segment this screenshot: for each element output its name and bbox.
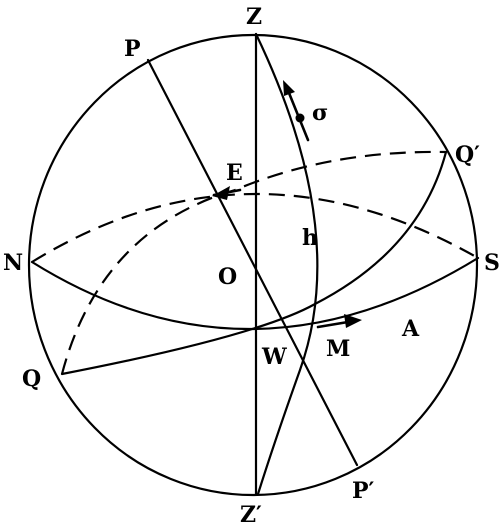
polar-axis-line [146, 58, 359, 467]
label-south-pole: P′ [352, 478, 375, 504]
label-nadir: Z′ [240, 502, 262, 526]
label-star: σ [312, 100, 328, 126]
label-altitude: h [302, 225, 318, 251]
label-north-pole: P [124, 36, 141, 62]
label-south-point: S [484, 250, 500, 276]
horizon-back-arc [31, 192, 479, 263]
equator-front-arc [60, 150, 448, 376]
label-center: O [218, 264, 237, 290]
label-north-point: N [3, 250, 23, 276]
azimuth-arrow-shaft [316, 320, 350, 329]
east-arrow-shaft [212, 188, 242, 197]
label-west-point: W [261, 344, 287, 370]
label-q: Q [22, 366, 41, 392]
azimuth-arrow-head [344, 314, 362, 328]
star-point [295, 113, 305, 123]
celestial-sphere-outline [27, 33, 479, 497]
label-foot-point: M [326, 336, 350, 362]
label-azimuth: A [401, 316, 420, 342]
equator-back-arc [60, 150, 447, 375]
altitude-arrow-shaft [285, 86, 310, 142]
label-zenith: Z [246, 4, 262, 30]
altitude-arrow-head [283, 80, 295, 96]
vertical-circle-arc [254, 32, 319, 496]
label-east-point: E [226, 160, 243, 186]
label-q-prime: Q′ [455, 142, 480, 168]
